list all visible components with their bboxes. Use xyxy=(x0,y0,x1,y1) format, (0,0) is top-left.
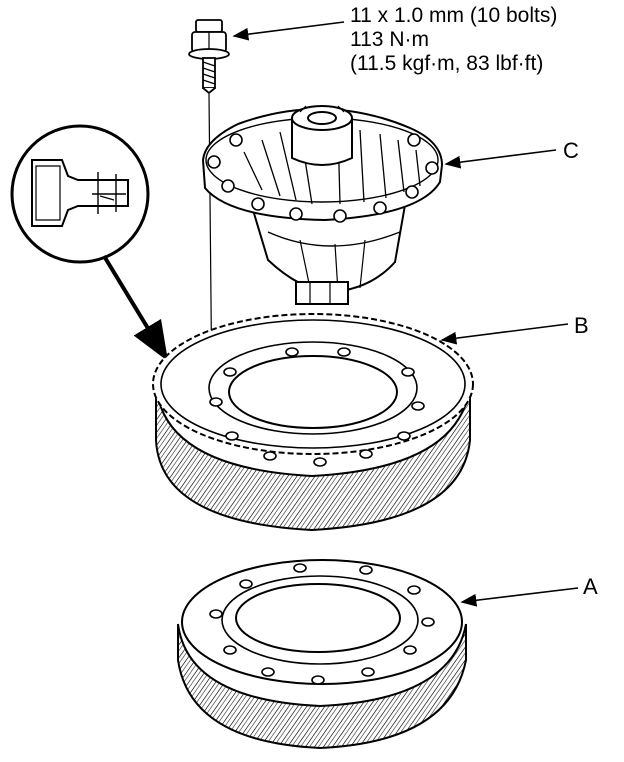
leader-a xyxy=(460,587,579,607)
leader-c xyxy=(444,149,557,169)
final-driven-gear xyxy=(152,313,474,532)
torque-spec: 11 x 1.0 mm (10 bolts) 113 N·m (11.5 kgf… xyxy=(350,4,557,76)
detail-pointer-arrow xyxy=(102,254,169,362)
spec-line-3: (11.5 kgf·m, 83 lbf·ft) xyxy=(350,52,544,75)
driven-gear-a xyxy=(177,559,467,750)
spec-line-2: 113 N·m xyxy=(350,28,429,51)
spec-line-1: 11 x 1.0 mm (10 bolts) xyxy=(350,4,558,27)
differential-carrier xyxy=(201,105,444,305)
flange-bolt xyxy=(188,19,230,95)
leader-spec xyxy=(232,21,345,41)
callout-c: C xyxy=(563,138,579,163)
leader-b xyxy=(440,323,569,345)
detail-inset xyxy=(10,124,150,264)
callout-b: B xyxy=(574,313,589,338)
callout-a: A xyxy=(583,574,598,599)
